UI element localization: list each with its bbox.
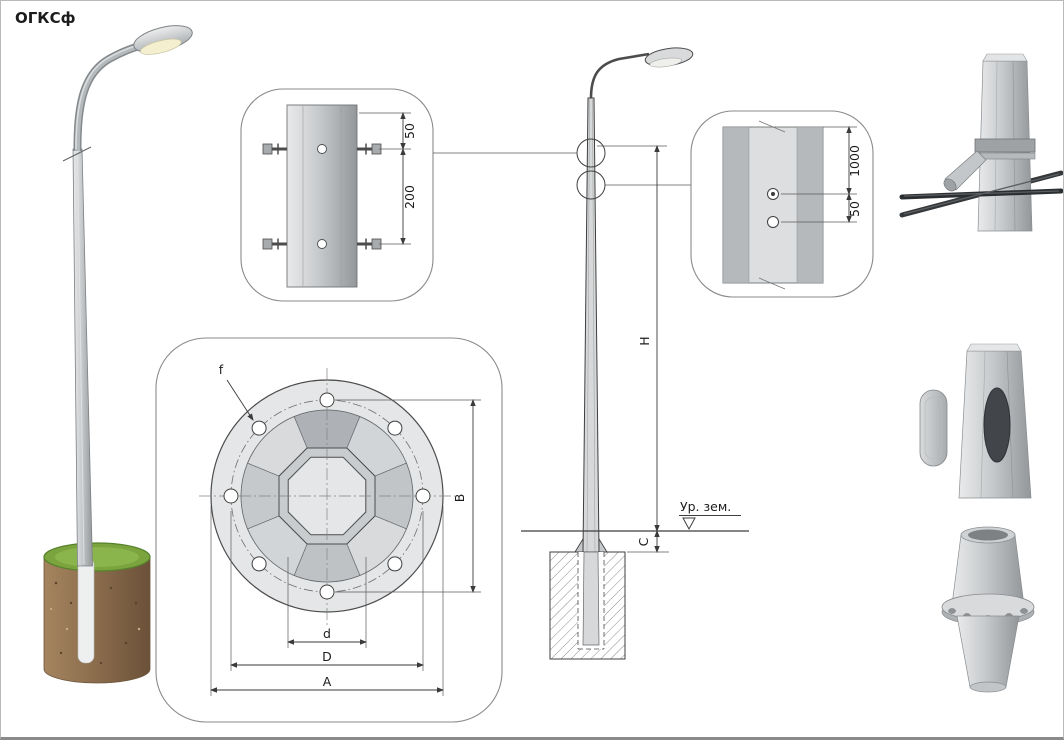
pole-3d-render	[43, 25, 193, 684]
break-mark-top	[758, 120, 786, 133]
dim-A-label: A	[323, 674, 332, 689]
suspension-cone	[944, 150, 987, 191]
pole-elevation: Ур. зем. H C	[433, 47, 749, 660]
break-mark-bottom	[758, 277, 786, 290]
bolt-row-lower	[262, 238, 382, 250]
ground-label: Ур. зем.	[680, 499, 731, 514]
door-cover	[919, 389, 948, 467]
pole-highlight	[77, 150, 85, 565]
dim-D-label: D	[322, 649, 332, 664]
octagonal-shaft-section	[278, 447, 376, 545]
dim-H-label: H	[637, 336, 652, 345]
dim-1000-label: 1000	[847, 145, 862, 177]
foundation-speckles	[54, 581, 138, 665]
dim-50b-label: 50	[847, 201, 862, 217]
foundation-pocket-outline	[577, 552, 605, 650]
ground-level-symbol	[682, 517, 696, 531]
flange-base-render	[941, 526, 1035, 693]
elevation-lamp	[644, 47, 694, 68]
dim-f-label: f	[219, 362, 224, 377]
grass-inner	[55, 547, 139, 567]
dim-B-label: B	[452, 494, 467, 503]
cone-facets	[240, 409, 414, 583]
bolt-holes	[223, 392, 431, 600]
embedded-anchor	[582, 551, 600, 646]
hole-detail-callout: 1000 50	[690, 110, 874, 298]
flange-plan-callout: f B d D A	[155, 337, 503, 723]
bolt-detail-callout: 50 200	[240, 88, 434, 302]
lamp-arm	[73, 39, 152, 152]
dim-f-leader	[226, 379, 254, 421]
fixing-hole-lower	[767, 216, 779, 228]
embedded-pole-section	[77, 557, 95, 664]
foundation-cylinder	[43, 556, 151, 684]
lamp-head	[133, 25, 193, 55]
door-opening	[983, 387, 1011, 463]
access-door-render	[919, 343, 1032, 499]
page-title: ОГКСф	[15, 9, 76, 27]
dim-C-label: C	[636, 537, 651, 546]
lower-cone	[956, 615, 1020, 688]
pole-section	[286, 104, 358, 288]
dim-50-label: 50	[402, 123, 417, 139]
clamp-band	[974, 138, 1036, 153]
clamp-render	[899, 53, 1063, 232]
cone-bottom	[969, 681, 1007, 693]
elevation-arm	[589, 52, 650, 99]
pole-break-mark	[62, 146, 92, 162]
dim-d-label: d	[323, 626, 331, 641]
lamp-lens	[140, 38, 182, 55]
dim-200-label: 200	[402, 185, 417, 209]
